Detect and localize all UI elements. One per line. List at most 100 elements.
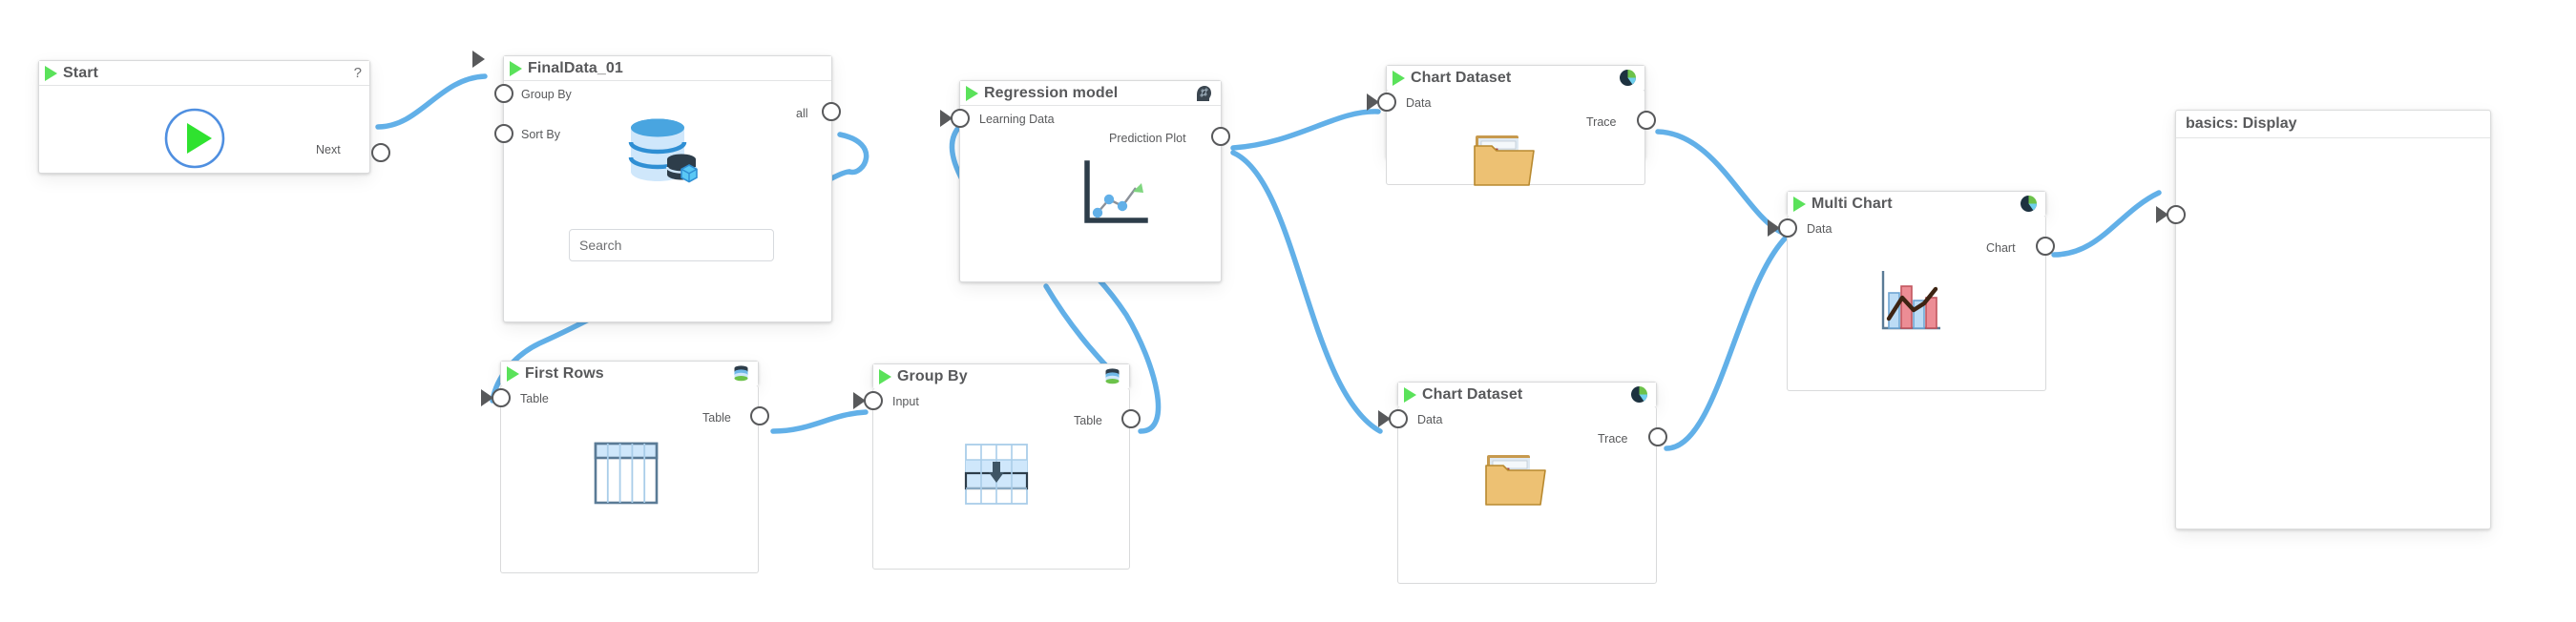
node-first-rows-body: Table Table [492,385,769,573]
port-label-sort-by: Sort By [521,128,560,141]
node-chart-dataset-bottom-body: Data Trace [1389,406,1667,584]
node-start[interactable]: Start ? Next [38,60,390,174]
port-label-prediction-plot: Prediction Plot [1109,132,1186,145]
node-chart-dataset-top-header[interactable]: Chart Dataset [1387,66,1644,91]
green-play-icon[interactable] [879,368,891,384]
node-start-body: Next [39,86,390,174]
node-group-by-header[interactable]: Group By [873,364,1129,389]
input-port-data-bottom[interactable] [1389,409,1408,428]
green-play-icon[interactable] [45,65,57,81]
play-circle-icon [164,108,225,169]
output-port-table-out[interactable] [750,406,769,425]
edge-chartdataset-bottom-to-multichart [1664,234,1790,451]
port-label-input: Input [892,395,919,408]
green-play-icon[interactable] [1793,196,1806,212]
node-start-header[interactable]: Start ? [39,61,369,86]
output-port-next[interactable] [371,143,390,162]
output-port-chart[interactable] [2036,237,2055,256]
node-display[interactable]: basics: Display [2167,110,2491,530]
edge-start-to-finaldata [375,73,488,130]
edge-multichart-to-display [2051,190,2162,258]
pie-chart-icon [1619,69,1637,87]
line-chart-icon [1084,160,1148,223]
input-port-input[interactable] [864,391,883,410]
node-start-title: Start [63,64,98,81]
output-port-groupby-table[interactable] [1121,409,1141,428]
help-icon[interactable]: ? [353,65,362,81]
edge-regression-to-chartdataset-top [1230,109,1381,151]
edge-regression-to-chartdataset-bottom [1230,150,1383,434]
table-aggregate-icon [964,444,1029,505]
input-port-learning-data[interactable] [951,109,970,128]
node-chart-dataset-top-body: Data Trace [1377,90,1656,186]
green-play-icon[interactable] [966,85,978,101]
green-play-icon[interactable] [510,60,522,76]
edge-chartdataset-top-to-multichart [1655,129,1788,237]
node-multi-chart-body: Data Chart [1778,216,2055,391]
output-port-trace-bottom[interactable] [1648,427,1667,446]
folder-chart-icon [1474,135,1535,186]
edge-finaldata-out-a [837,132,869,176]
port-label-table-in: Table [520,392,549,405]
ai-brain-head-icon [1194,84,1213,103]
search-input-value: Search [579,238,622,253]
database-stack-icon [732,364,750,383]
node-group-by-body: Input Table [864,388,1141,570]
table-icon [594,442,659,505]
port-label-multichart-data: Data [1807,222,1833,236]
node-multi-chart-header[interactable]: Multi Chart [1788,192,2045,217]
port-label-groupby-table-out: Table [1074,414,1102,427]
node-chart-dataset-top-title: Chart Dataset [1411,69,1512,86]
node-finaldata-header[interactable]: FinalData_01 [504,56,831,81]
node-chart-dataset-bottom-header[interactable]: Chart Dataset [1398,383,1656,407]
node-first-rows-title: First Rows [525,364,604,382]
output-port-trace-top[interactable] [1637,111,1656,130]
output-port-all[interactable] [822,102,841,121]
input-port-display[interactable] [2167,205,2186,224]
port-label-chart-out: Chart [1986,241,2016,255]
bar-line-chart-icon [1881,271,1940,330]
port-label-all: all [796,107,808,120]
green-play-icon[interactable] [507,365,519,382]
node-finaldata[interactable]: FinalData_01 Group By Sort By all [494,55,841,322]
node-chart-dataset-bottom[interactable]: Chart Dataset [1397,382,1657,407]
input-port-multichart-data[interactable] [1778,218,1797,238]
port-label-trace-bottom: Trace [1598,432,1628,446]
node-regression-title: Regression model [984,84,1119,101]
port-label-learning-data: Learning Data [979,113,1055,126]
node-first-rows-header[interactable]: First Rows [501,362,758,386]
node-finaldata-body: Group By Sort By all [494,81,841,321]
node-display-title: basics: Display [2176,111,2490,138]
input-port-data-top[interactable] [1377,93,1396,112]
input-port-trigger-finaldata[interactable] [485,50,504,69]
green-play-icon[interactable] [1393,70,1405,86]
node-group-by-title: Group By [897,367,968,384]
node-first-rows[interactable]: First Rows [500,361,759,386]
node-multi-chart[interactable]: Multi Chart [1787,191,2046,217]
pie-chart-icon [2020,195,2038,213]
node-regression-header[interactable]: Regression model [960,81,1221,106]
node-regression-model[interactable]: Regression model Learning Data Predictio… [951,80,1230,282]
input-port-table-in[interactable] [492,388,511,407]
node-group-by[interactable]: Group By [872,363,1130,389]
node-finaldata-title: FinalData_01 [528,59,623,76]
folder-chart-icon [1485,455,1546,506]
port-label-data-top: Data [1406,96,1432,110]
port-label-data-bottom: Data [1417,413,1443,426]
port-label-next: Next [316,143,341,156]
database-stack-icon [1103,367,1121,385]
node-display-body [2167,138,2490,530]
port-label-table-out: Table [702,411,731,425]
pie-chart-icon [1630,385,1648,404]
green-play-icon[interactable] [1404,386,1416,403]
port-label-group-by: Group By [521,88,572,101]
search-input[interactable]: Search [569,229,774,261]
edge-firstrows-to-groupby [770,409,869,434]
output-port-prediction-plot[interactable] [1211,127,1230,146]
node-regression-body: Learning Data Prediction Plot [951,106,1230,281]
input-port-sort-by[interactable] [494,124,513,143]
input-port-group-by[interactable] [494,84,513,103]
node-multi-chart-title: Multi Chart [1812,195,1893,212]
database-icon [628,118,698,183]
